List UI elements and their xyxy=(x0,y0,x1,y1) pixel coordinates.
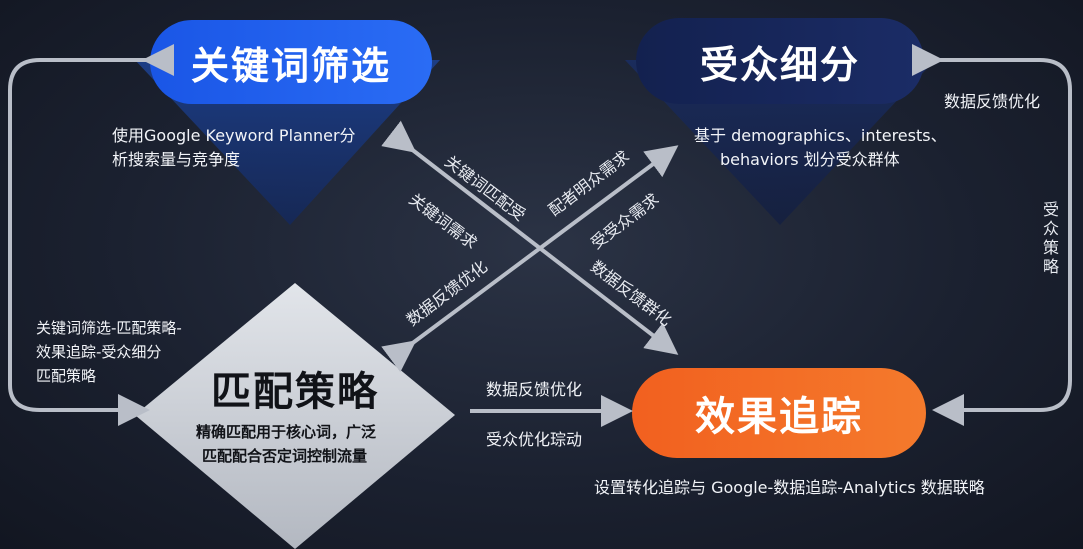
effect-tracking-pill xyxy=(632,368,926,458)
cross-arrow-up-right xyxy=(381,145,679,373)
keyword-filter-title: 关键词筛选 xyxy=(190,43,391,88)
bottom-mid-upper-label: 数据反馈优化 xyxy=(486,380,583,399)
right-loop-arrow xyxy=(912,44,1072,426)
match-strategy-desc-line2: 匹配配合否定词控制流量 xyxy=(202,447,368,465)
left-loop-arrow xyxy=(8,44,174,426)
effect-tracking-title: 效果追踪 xyxy=(695,394,863,440)
audience-segment-title: 受众细分 xyxy=(699,42,860,87)
audience-segment-pill xyxy=(636,18,924,104)
left-loop-label-line3: 匹配策略 xyxy=(36,367,97,385)
keyword-filter-desc-line2: 析搜索量与竞争度 xyxy=(112,150,241,169)
audience-segment-desc-line2: behaviors 划分受众群体 xyxy=(720,150,900,169)
audience-segment-desc-line1: 基于 demographics、interests、 xyxy=(694,126,947,145)
effect-tracking-desc: 设置转化追踪与 Google-数据追踪-Analytics 数据联略 xyxy=(594,478,985,497)
keyword-filter-desc-line1: 使用Google Keyword Planner分 xyxy=(112,126,356,145)
keyword-filter-pill xyxy=(150,20,432,104)
match-strategy-desc-line1: 精确匹配用于核心词，广泛 xyxy=(196,423,377,441)
left-loop-label-line2: 效果追踪-受众细分 xyxy=(36,343,162,361)
bottom-mid-lower-label: 受众优化琮动 xyxy=(486,430,583,449)
top-right-outer-label: 数据反馈优化 xyxy=(944,92,1041,111)
match-strategy-diamond xyxy=(135,283,455,549)
left-loop-label-line1: 关键词筛选-匹配策略- xyxy=(36,319,182,337)
right-vertical-label: 受众策略 xyxy=(1042,200,1059,276)
match-strategy-title: 匹配策略 xyxy=(211,369,379,415)
